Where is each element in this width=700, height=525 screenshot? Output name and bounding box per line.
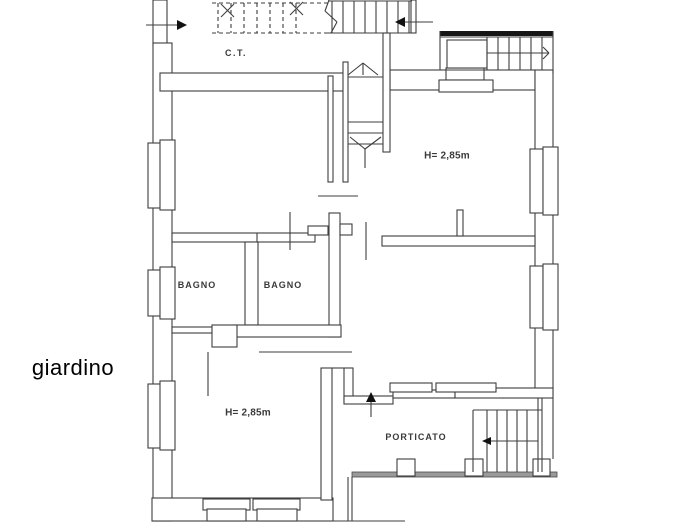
label-h_lower: H= 2,85m xyxy=(225,407,271,419)
label-bagno_right: BAGNO xyxy=(263,280,303,290)
label-porticato: PORTICATO xyxy=(385,432,447,442)
label-bagno_left: BAGNO xyxy=(177,280,217,290)
label-ct: C.T. xyxy=(224,48,248,58)
label-giardino: giardino xyxy=(31,355,115,380)
section-bands-group xyxy=(351,31,558,478)
dashed-stairs-group xyxy=(212,2,328,34)
label-h_upper: H= 2,85m xyxy=(424,150,470,162)
walls-group xyxy=(151,0,554,522)
direction-arrows-group xyxy=(146,17,538,445)
windows-steps-pillars-group xyxy=(147,39,559,522)
